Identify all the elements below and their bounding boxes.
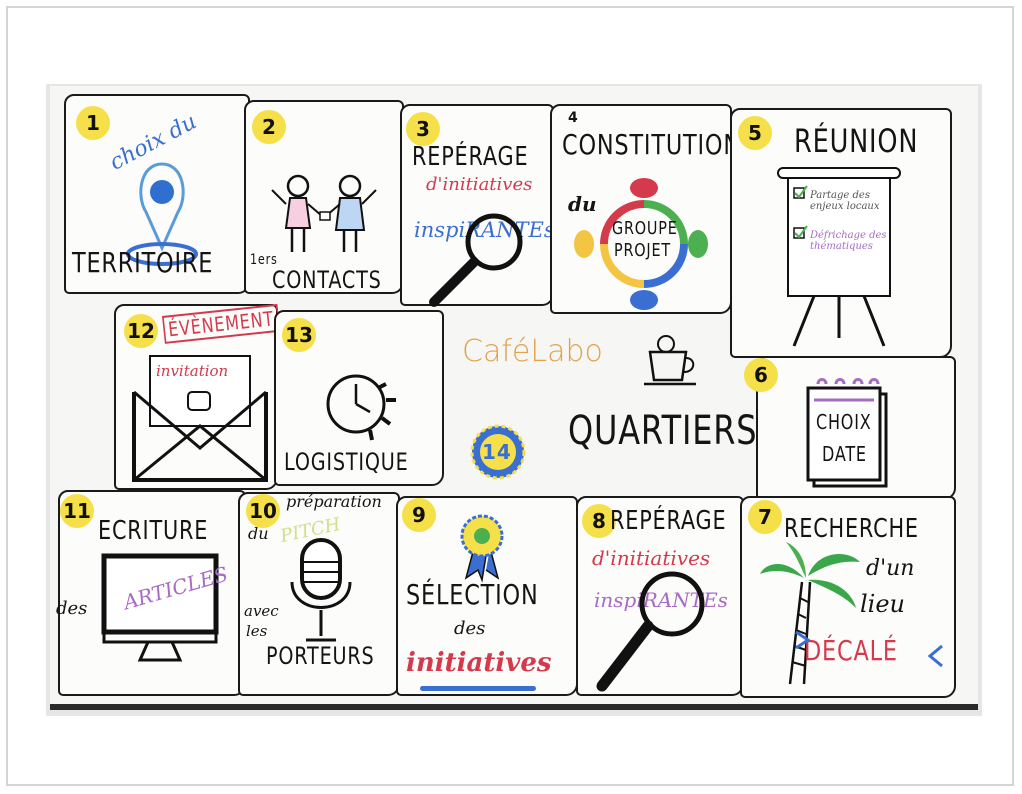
step-11-prefix: des [56,598,88,619]
cafelabo-title: CaféLabo [462,334,603,369]
step-11-panel: 11 ECRITURE ARTICLES des [56,490,246,696]
step-12-label: invitation [156,362,229,380]
step-13-panel: 13 LOGISTIQUE [274,310,444,486]
step-5-item-1: Partage des enjeux locaux [810,190,880,212]
location-pin-icon [126,162,198,266]
step-2-panel: 2 1ers CONTACTS [244,100,404,294]
step-3-title: REPÉRAGE [412,142,529,172]
step-8-highlight: inspiRANTEs [594,588,728,612]
step-4-panel: 4 CONSTITUTION du GROUPE PROJET [550,104,740,314]
step-6-date: DATE [822,442,867,466]
people-handshake-icon [271,174,377,252]
step-1-title: TERRITOIRE [72,246,214,279]
step-5-title: RÉUNION [794,122,919,160]
step-12-panel: 12 ÉVÈNEMENT invitation [114,303,280,490]
clock-gear-icon [326,374,396,441]
step-4-line-project: PROJET [614,240,671,261]
flipchart-icon [777,167,901,347]
step-3-panel: 3 REPÉRAGE d'initiatives inspiRANTEs [400,104,555,307]
step-number-badge: 5 [738,116,772,150]
step-number-badge: 7 [748,500,782,534]
step-number-badge: 3 [406,112,440,146]
step-number-small: 4 [568,110,579,126]
step-3-highlight: inspiRANTEs [414,218,555,242]
step-11-title: ECRITURE [98,516,209,546]
quartiers-title: QUARTIERS [568,408,758,454]
step-number-badge: 8 [582,504,616,538]
step-10-du: du [248,524,269,543]
step-10-avec: avec [244,602,279,620]
step-7-panel: 7 RECHERCHE d'un lieu DÉCALÉ [740,496,956,698]
step-number-badge: 2 [252,110,286,144]
microphone-icon [290,538,352,642]
step-6-panel: 6 CHOIX DATE [744,356,956,500]
step-8-panel: 8 REPÉRAGE d'initiatives inspiRANTEs [576,496,744,696]
step-5-item-2: Défrichage des thématiques [810,230,887,252]
step-4-prefix: du [568,192,597,216]
envelope-icon [132,355,268,482]
step-9-underline [420,686,536,691]
monitor-icon [101,553,219,662]
step-8-title: REPÉRAGE [610,506,727,536]
award-ribbon-icon [460,514,504,583]
step-number-badge: 12 [124,314,158,348]
magnifier-icon [429,213,523,307]
step-2-superscript: 1ers [250,252,278,268]
step-number-badge: 9 [402,498,436,532]
step-9-title: SÉLECTION [406,578,539,611]
magnifier-icon [596,571,705,692]
step-13-title: LOGISTIQUE [284,448,409,476]
step-10-les: les [246,622,268,640]
step-6-choice: CHOIX [816,410,872,434]
step-9-des: des [454,618,486,639]
step-12-stamp: ÉVÈNEMENT [162,303,280,344]
step-1-panel: 1 choix du TERRITOIRE [64,94,250,294]
step-10-preparation: préparation [286,492,382,511]
step-4-title: CONSTITUTION [562,128,741,161]
step-9-initiatives: initiatives [406,648,552,678]
group-circle-icon [574,178,708,310]
step-5-panel: 5 RÉUNION Partage des enjeux locaux Défr… [730,108,952,358]
step-10-panel: 10 préparation du PITCH avec les PORTEUR… [238,492,400,696]
step-number-badge: 10 [246,494,280,528]
chevron-marks-icon [795,630,943,668]
step-8-subtitle: d'initiatives [592,546,711,570]
badge-seal-icon [470,424,526,480]
step-number-badge: 11 [60,494,94,528]
step-2-title: CONTACTS [272,266,382,294]
coffee-cup-icon [644,335,696,386]
step-7-dun: d'un [866,556,915,581]
center-badge-number: 14 [482,440,512,464]
step-number-badge: 13 [282,318,316,352]
step-4-line-group: GROUPE [612,218,678,239]
step-number-badge: 1 [76,106,110,140]
step-number-badge: 6 [744,358,778,392]
step-7-title: RECHERCHE [784,514,919,544]
palm-tree-icon [760,542,860,685]
step-7-lieu: lieu [860,590,906,618]
step-9-panel: 9 SÉLECTION des initiatives [396,496,578,696]
calendar-icon [806,378,888,488]
step-10-porteurs: PORTEURS [266,642,375,670]
step-3-subtitle: d'initiatives [426,174,533,195]
step-7-decale: DÉCALÉ [804,634,898,667]
